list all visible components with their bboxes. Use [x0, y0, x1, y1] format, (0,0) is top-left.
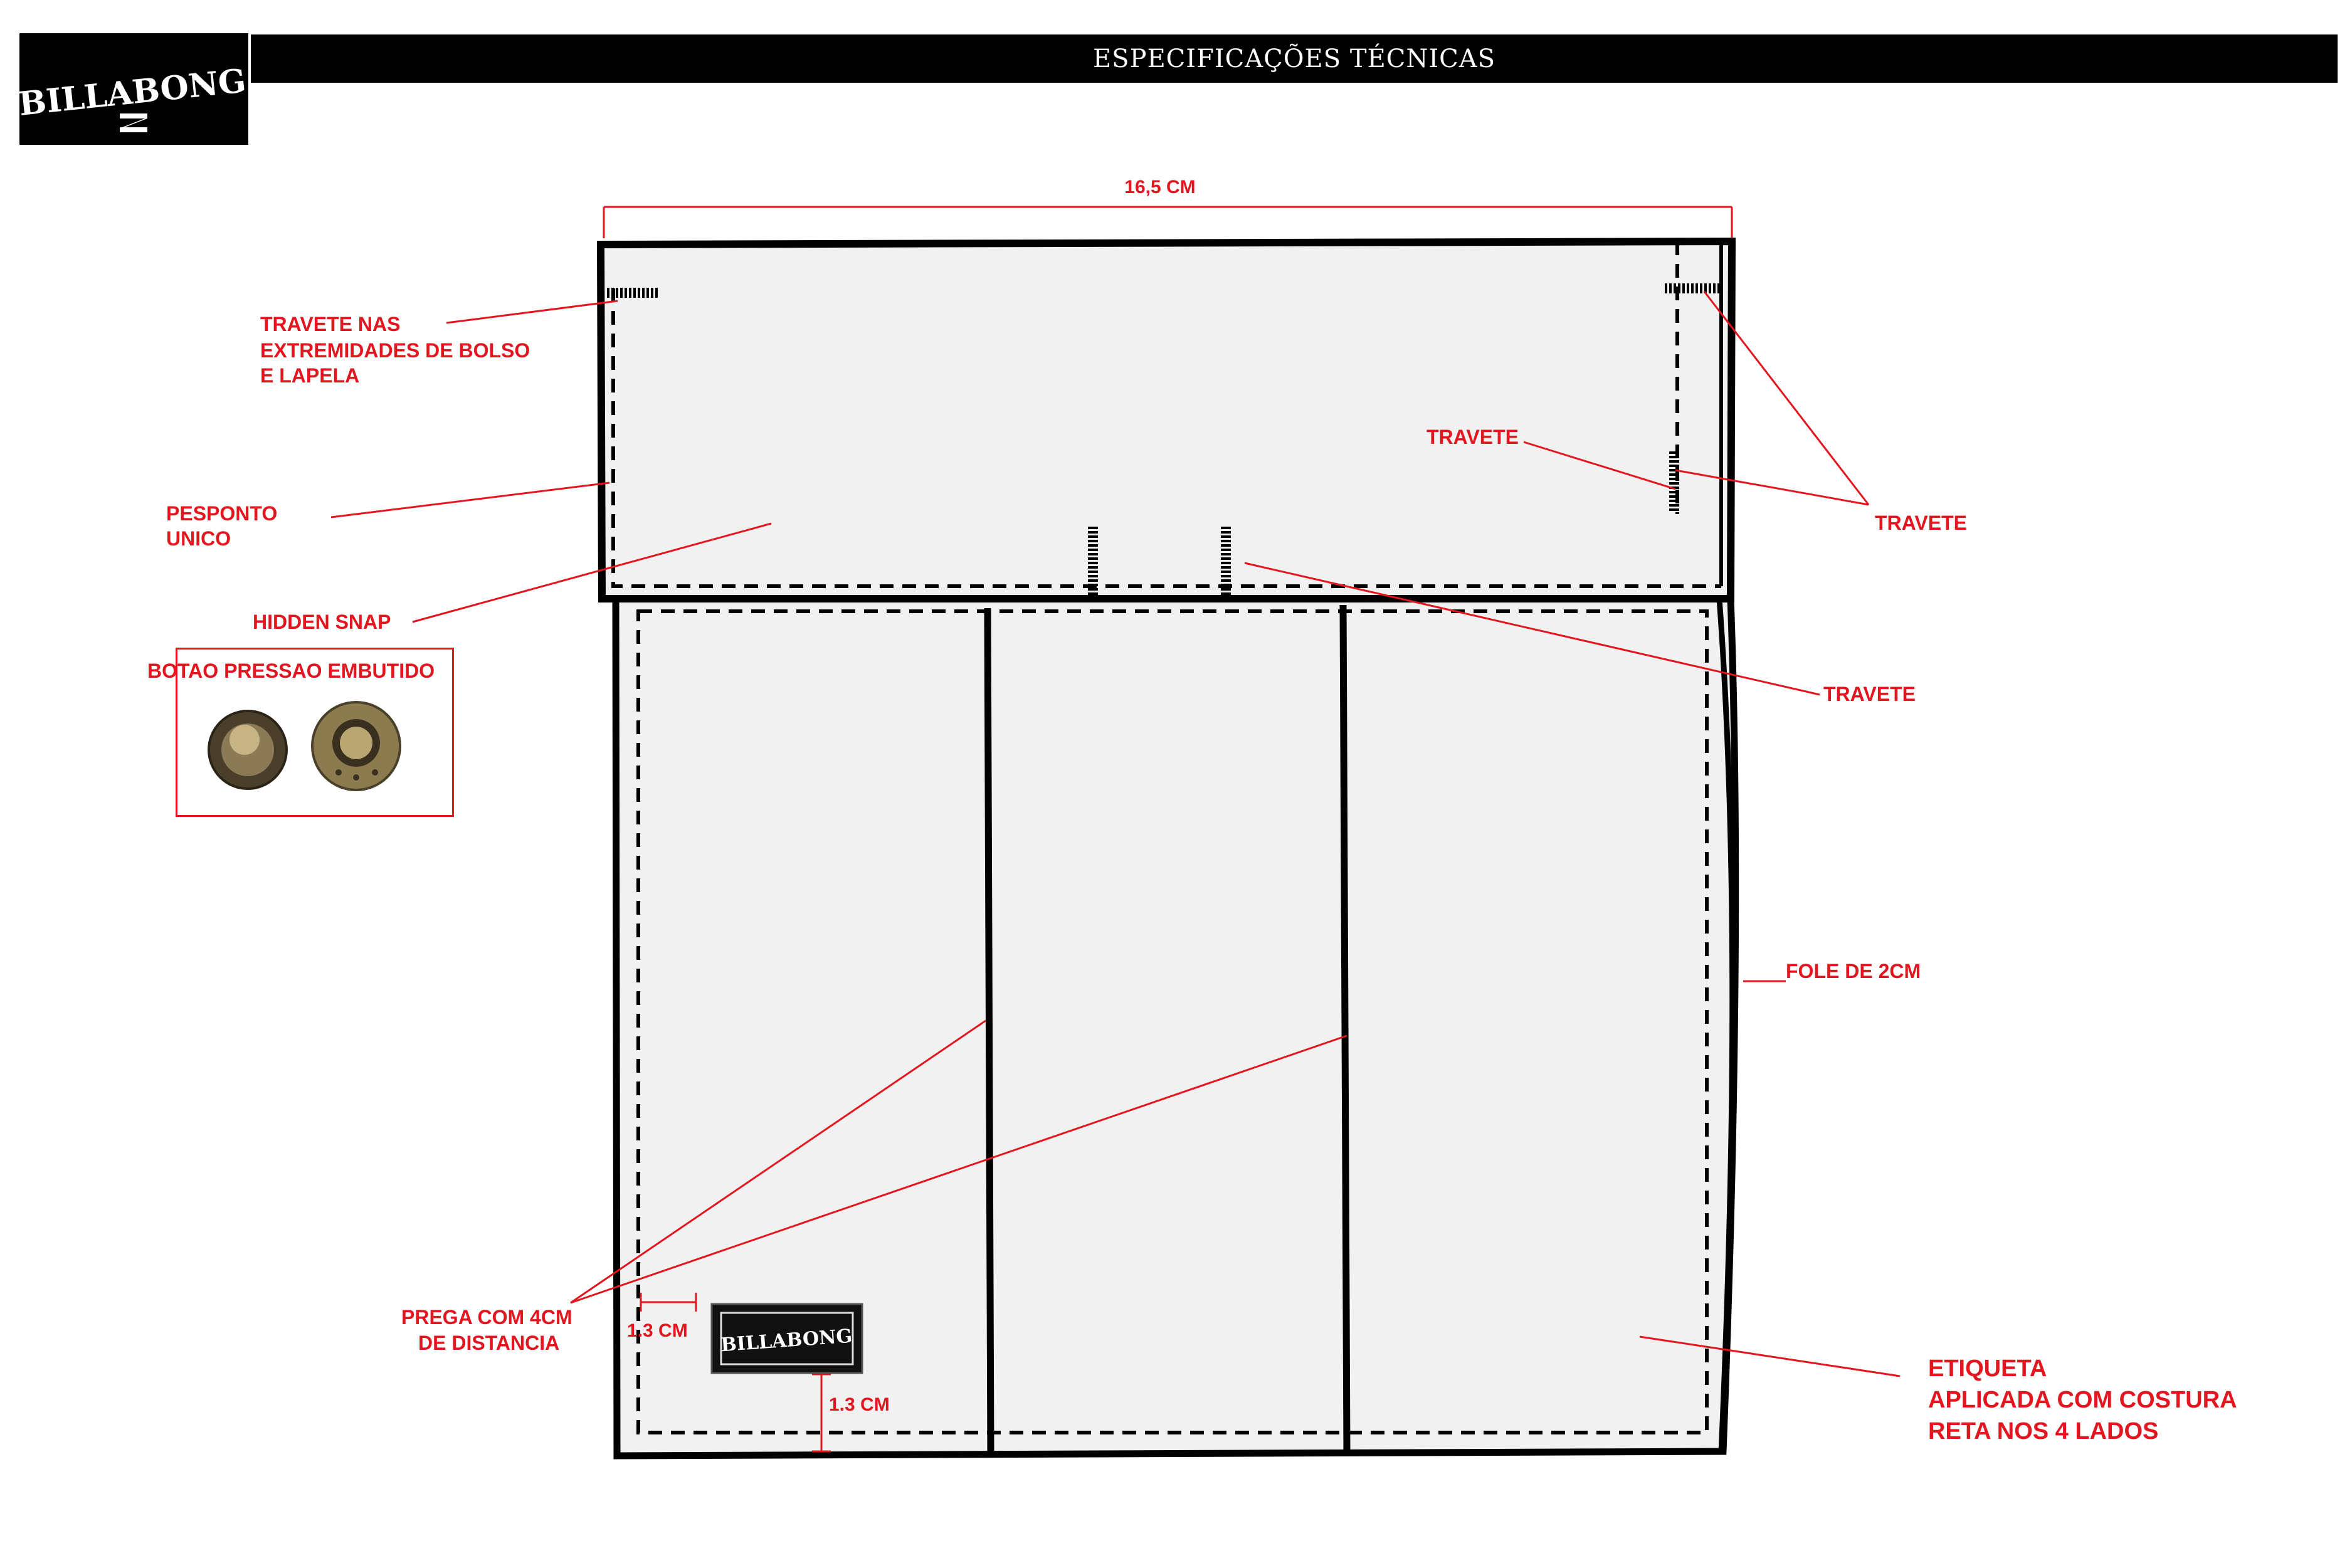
logo-mark-icon [120, 113, 147, 132]
snap-button-inset [176, 648, 454, 817]
pleat-left [984, 608, 994, 1454]
prega-label-2: DE DISTANCIA [418, 1332, 559, 1354]
pocket-body [612, 595, 1739, 1460]
fole-label: FOLE DE 2CM [1786, 960, 1921, 982]
prega-label-1: PREGA COM 4CM [401, 1306, 572, 1329]
callout-leaders [330, 291, 1901, 1453]
travete-ends-label-2: EXTREMIDADES DE BOLSO [260, 339, 530, 362]
width-label: 16,5 CM [1124, 177, 1195, 197]
bartack-stitches [607, 283, 1721, 599]
pleat-right [1339, 604, 1351, 1453]
travete-ends-label-3: E LAPELA [260, 364, 359, 387]
bottom-offset-label: 1.3 CM [829, 1394, 890, 1415]
etiqueta-label-2: APLICADA COM COSTURA [1928, 1387, 2237, 1413]
pocket-flap [596, 237, 1736, 602]
brand-logo: BILLABONG [17, 33, 248, 145]
width-dimension [603, 206, 1733, 238]
travete-center-label: TRAVETE [1823, 683, 1916, 705]
hidden-snap-label: HIDDEN SNAP [253, 611, 391, 633]
travete-ends-label-1: TRAVETE NAS [260, 313, 400, 335]
snap-button-photo-icon [208, 701, 401, 791]
travete-right-label: TRAVETE [1875, 512, 1967, 534]
snap-inset-title: BOTAO PRESSAO EMBUTIDO [147, 660, 435, 682]
etiqueta-label-3: RETA NOS 4 LADOS [1928, 1418, 2158, 1444]
pesponto-label-1: PESPONTO [166, 502, 277, 525]
logo-arc [63, 87, 208, 104]
page-title: ESPECIFICAÇÕES TÉCNICAS [1092, 45, 1496, 73]
etiqueta-label-1: ETIQUETA [1928, 1355, 2047, 1382]
brand-label-tag: BILLABONG [710, 1303, 863, 1374]
pesponto-label-2: UNICO [166, 527, 231, 550]
side-offset-label: 1.3 CM [627, 1320, 688, 1341]
travete-inner-label: TRAVETE [1426, 426, 1519, 448]
title-bar: ESPECIFICAÇÕES TÉCNICAS [251, 34, 2338, 83]
